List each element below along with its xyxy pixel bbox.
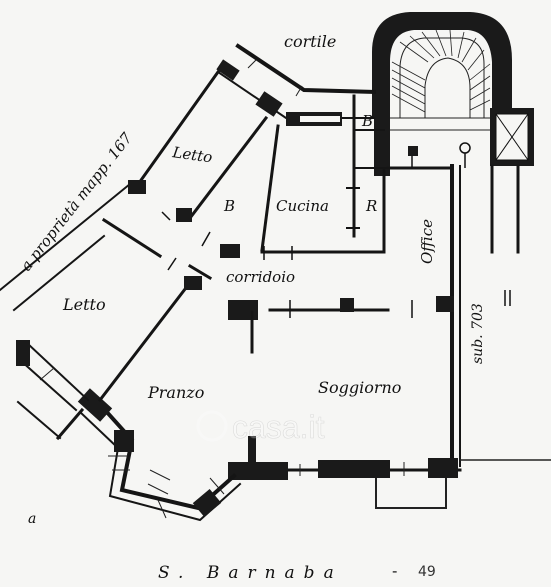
label-page-number: 49	[418, 564, 436, 580]
label-corridoio: corridoio	[226, 268, 295, 286]
label-bagno-2: B	[223, 197, 235, 215]
label-bagno-1: B	[361, 112, 373, 130]
label-letto-small: Letto	[170, 143, 213, 167]
label-corner-letter: a	[28, 511, 36, 527]
label-proprieta: a proprietà mapp. 167	[17, 129, 136, 275]
label-cortile: cortile	[284, 32, 336, 51]
label-letto: Letto	[62, 295, 106, 314]
watermark-text: casa.it	[232, 409, 325, 445]
label-pranzo: Pranzo	[147, 383, 204, 402]
staircase	[372, 12, 512, 176]
label-cucina: Cucina	[276, 197, 329, 215]
label-street: S. Barnaba	[158, 563, 343, 583]
label-dash: -	[392, 562, 397, 580]
window-marks	[39, 59, 405, 519]
label-soggiorno: Soggiorno	[318, 378, 401, 397]
label-ripostiglio: R	[365, 197, 377, 215]
casa-watermark: casa.it	[196, 409, 325, 445]
outer-walls	[16, 43, 551, 522]
interior-walls	[0, 69, 511, 403]
lift-shaft	[490, 108, 534, 166]
label-office: Office	[418, 219, 436, 264]
label-sub: sub. 703	[470, 303, 486, 364]
